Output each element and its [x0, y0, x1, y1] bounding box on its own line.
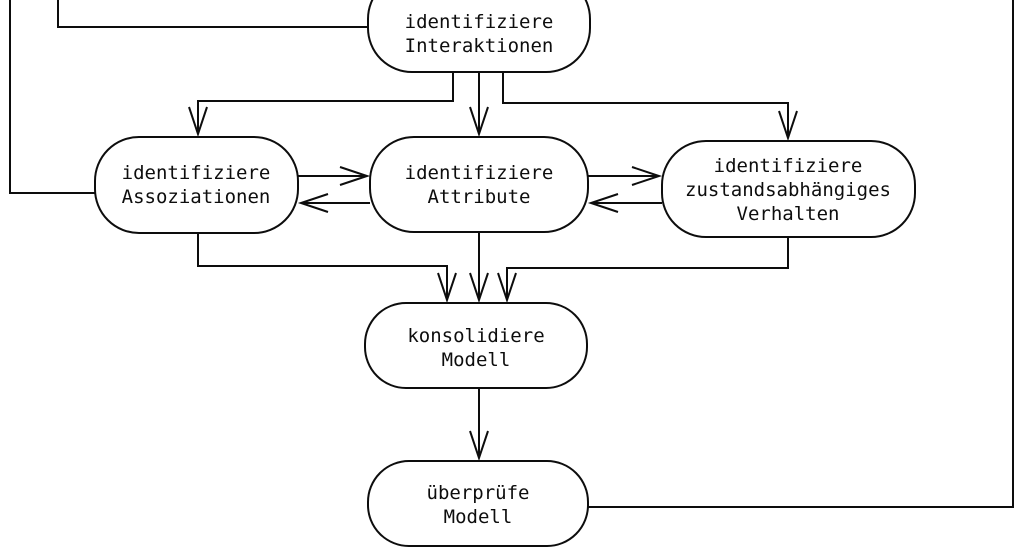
- node-identifiziere-attribute-shape: [369, 136, 589, 233]
- edge-interaktionen-to-assoziationen: [188, 72, 454, 138]
- edge-offcanvas-to-assoziationen: [9, 0, 97, 194]
- node-identifiziere-zustandsabhaengiges-verhalten-label: identifiziere zustandsabhängiges Verhalt…: [685, 155, 891, 225]
- node-identifiziere-interaktionen-label: identifiziere Interaktionen: [404, 11, 554, 57]
- node-identifiziere-zustandsabhaengiges-verhalten-shape: [661, 140, 916, 238]
- edge-interaktionen-to-verhalten: [502, 72, 798, 142]
- edge-verhalten-to-konsolidiere: [497, 237, 789, 304]
- node-ueberpruefe-modell-label: überprüfe Modell: [426, 482, 530, 528]
- edge-ueberpruefe-to-offcanvas: [588, 0, 1014, 508]
- node-identifiziere-assoziationen-label: identifiziere Assoziationen: [121, 162, 271, 208]
- node-identifiziere-assoziationen-shape: [94, 136, 299, 234]
- node-ueberpruefe-modell-shape: [367, 460, 589, 547]
- edge-assoziationen-to-konsolidiere: [197, 233, 457, 304]
- node-identifiziere-attribute-label: identifiziere Attribute: [404, 162, 554, 208]
- edge-offcanvas-to-interaktionen: [57, 0, 368, 28]
- node-konsolidiere-modell-label: konsolidiere Modell: [407, 325, 545, 371]
- node-identifiziere-interaktionen-shape: [367, 0, 591, 73]
- node-konsolidiere-modell-shape: [364, 302, 588, 389]
